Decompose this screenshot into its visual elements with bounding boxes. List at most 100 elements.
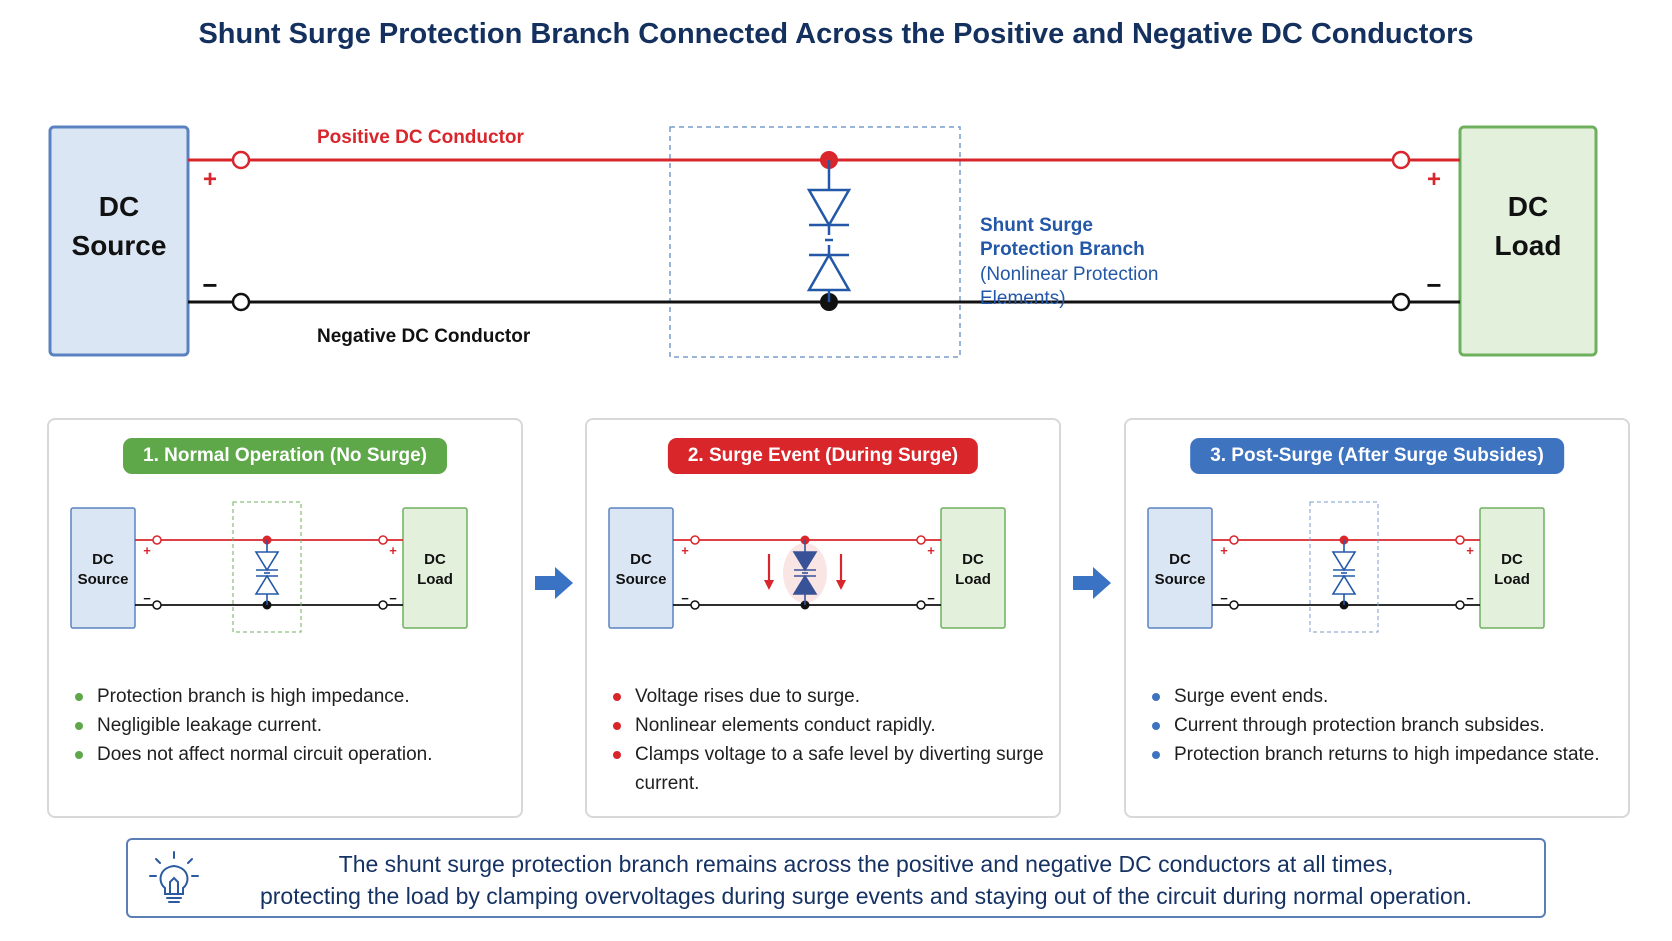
badge-surge-event: 2. Surge Event (During Surge) bbox=[667, 438, 979, 474]
mini-plus-sign: + bbox=[389, 543, 397, 558]
mini-terminal bbox=[152, 535, 162, 545]
badge-normal-operation: 1. Normal Operation (No Surge) bbox=[123, 438, 447, 474]
mini-terminal bbox=[690, 535, 700, 545]
mini-diode-upper bbox=[1331, 551, 1357, 572]
mini-load-label: Load bbox=[417, 571, 453, 588]
mini-minus-sign: − bbox=[681, 591, 689, 606]
mini-minus-sign: − bbox=[143, 591, 151, 606]
mini-tvs-diode-icon bbox=[792, 540, 818, 605]
lightbulb-icon bbox=[149, 851, 199, 903]
mini-plus-sign: + bbox=[1466, 543, 1474, 558]
negative-terminal-source bbox=[231, 292, 251, 312]
mini-terminal bbox=[916, 600, 926, 610]
mini-tvs-diode-icon bbox=[1331, 540, 1357, 605]
dc-source-box bbox=[48, 125, 190, 357]
mini-minus-sign: − bbox=[1220, 591, 1228, 606]
dc-source-label-line1: DC bbox=[99, 191, 139, 222]
mini-source-label: Source bbox=[616, 571, 667, 588]
list-item: Protection branch returns to high impeda… bbox=[1150, 740, 1614, 769]
mini-dc-source-box bbox=[608, 507, 674, 629]
mini-terminal bbox=[1455, 600, 1465, 610]
mini-dc-load-box bbox=[402, 507, 468, 629]
dc-load-box bbox=[1458, 125, 1598, 357]
list-item: Nonlinear elements conduct rapidly. bbox=[611, 711, 1045, 740]
list-item: Current through protection branch subsid… bbox=[1150, 711, 1614, 740]
mini-terminal bbox=[1455, 535, 1465, 545]
mini-surge-glow bbox=[783, 543, 827, 603]
load-minus-sign: − bbox=[1426, 270, 1441, 300]
mini-minus-sign: − bbox=[1466, 591, 1474, 606]
mini-diode-upper bbox=[254, 551, 280, 572]
mini-surge-arrow-head bbox=[764, 580, 774, 590]
negative-conductor-label: Negative DC Conductor bbox=[317, 326, 531, 347]
dc-load-label-line2: Load bbox=[1495, 230, 1562, 261]
main-circuit-diagram: DC Source DC Load Positive DC Conductor … bbox=[48, 125, 1598, 358]
panel-surge-event: 2. Surge Event (During Surge) DC Source DC… bbox=[585, 418, 1061, 818]
mini-load-label: Load bbox=[1494, 571, 1530, 588]
mini-load-label: Load bbox=[955, 571, 991, 588]
list-item: Protection branch is high impedance. bbox=[73, 682, 507, 711]
mini-source-label: Source bbox=[1155, 571, 1206, 588]
mini-surge-arrow-head bbox=[836, 580, 846, 590]
list-item: Negligible leakage current. bbox=[73, 711, 507, 740]
branch-label-line2: Protection Branch bbox=[980, 239, 1145, 260]
mini-terminal bbox=[152, 600, 162, 610]
mini-plus-sign: + bbox=[927, 543, 935, 558]
branch-label-line4: Elements) bbox=[980, 288, 1066, 309]
mini-terminal bbox=[1229, 535, 1239, 545]
source-plus-sign: + bbox=[203, 166, 217, 193]
mini-minus-sign: − bbox=[389, 591, 397, 606]
dc-load-label-line1: DC bbox=[1508, 191, 1548, 222]
tvs-diode-pair-icon bbox=[806, 160, 852, 302]
mini-source-label: DC bbox=[92, 551, 114, 568]
positive-conductor-label: Positive DC Conductor bbox=[317, 127, 525, 148]
mini-diagram-post: DC Source DC Load + + − − bbox=[1147, 501, 1545, 633]
mini-plus-sign: + bbox=[1220, 543, 1228, 558]
mini-minus-sign: − bbox=[927, 591, 935, 606]
mini-terminal bbox=[690, 600, 700, 610]
mini-tvs-diode-icon bbox=[254, 540, 280, 605]
dc-source-label-line2: Source bbox=[72, 230, 167, 261]
list-item: Clamps voltage to a safe level by divert… bbox=[611, 740, 1045, 798]
summary-note-line2: protecting the load by clamping overvolt… bbox=[259, 883, 1473, 909]
bullets-surge: Voltage rises due to surge. Nonlinear el… bbox=[611, 682, 1045, 798]
mini-source-label: DC bbox=[1169, 551, 1191, 568]
page-title: Shunt Surge Protection Branch Connected … bbox=[198, 18, 1474, 50]
branch-label-line3: (Nonlinear Protection bbox=[980, 264, 1158, 285]
mini-dc-source-box bbox=[1147, 507, 1213, 629]
panel-post-surge: 3. Post-Surge (After Surge Subsides) DC S… bbox=[1124, 418, 1630, 818]
mini-dc-load-box bbox=[1479, 507, 1545, 629]
mini-load-label: DC bbox=[1501, 551, 1523, 568]
positive-terminal-source bbox=[231, 150, 251, 170]
summary-note-text: The shunt surge protection branch remain… bbox=[208, 848, 1524, 912]
arrow-right-icon bbox=[1073, 567, 1111, 599]
list-item: Does not affect normal circuit operation… bbox=[73, 740, 507, 769]
mini-plus-sign: + bbox=[143, 543, 151, 558]
branch-label-line1: Shunt Surge bbox=[980, 215, 1093, 236]
mini-diode-upper bbox=[792, 551, 818, 572]
mini-source-label: DC bbox=[630, 551, 652, 568]
mini-terminal bbox=[1229, 600, 1239, 610]
source-minus-sign: − bbox=[202, 270, 217, 300]
summary-note-line1: The shunt surge protection branch remain… bbox=[338, 851, 1394, 877]
mini-diode-lower bbox=[1331, 574, 1357, 595]
list-item: Voltage rises due to surge. bbox=[611, 682, 1045, 711]
mini-plus-sign: + bbox=[681, 543, 689, 558]
mini-terminal bbox=[378, 535, 388, 545]
summary-note: The shunt surge protection branch remain… bbox=[126, 838, 1546, 918]
mini-terminal bbox=[916, 535, 926, 545]
mini-diode-lower bbox=[254, 574, 280, 595]
mini-protection-box bbox=[1309, 501, 1379, 633]
load-plus-sign: + bbox=[1427, 166, 1441, 193]
badge-post-surge: 3. Post-Surge (After Surge Subsides) bbox=[1190, 438, 1564, 474]
arrow-right-icon bbox=[535, 567, 573, 599]
mini-dc-load-box bbox=[940, 507, 1006, 629]
positive-terminal-load bbox=[1391, 150, 1411, 170]
mini-protection-box bbox=[232, 501, 302, 633]
list-item: Surge event ends. bbox=[1150, 682, 1614, 711]
mini-load-label: DC bbox=[962, 551, 984, 568]
mini-terminal bbox=[378, 600, 388, 610]
protection-branch-box bbox=[669, 126, 961, 358]
